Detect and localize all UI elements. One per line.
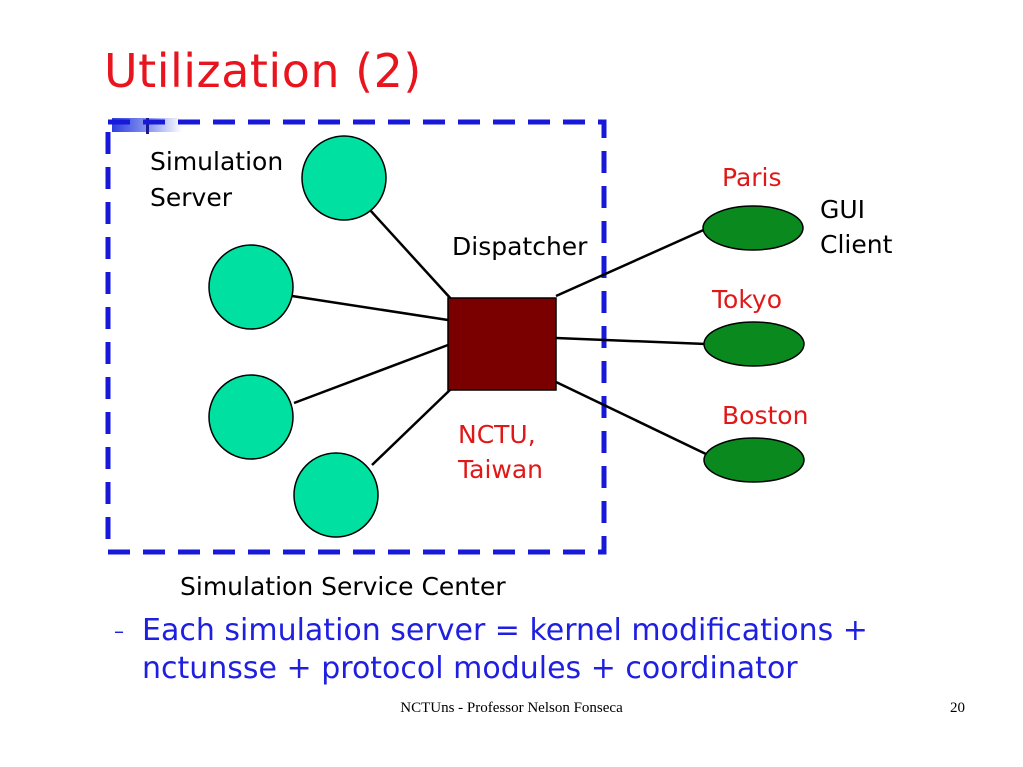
service-center-label: Simulation Service Center (180, 572, 506, 601)
bullet-marker: – (114, 619, 124, 643)
client-links (555, 226, 709, 457)
city-label-boston: Boston (722, 401, 808, 430)
slide-title: Utilization (2) (104, 44, 422, 98)
gui-client-label: GUI Client (820, 195, 893, 259)
link-server-1 (369, 209, 453, 301)
gui-client-node-boston (703, 437, 805, 483)
server-links (291, 209, 453, 466)
city-label-tokyo: Tokyo (711, 285, 782, 314)
dispatcher-label: Dispatcher (452, 232, 588, 261)
simulation-server-node (208, 374, 294, 460)
link-client-paris (555, 226, 709, 298)
link-client-tokyo (555, 336, 707, 346)
gui-clients (702, 205, 805, 483)
simulation-server-node (208, 244, 294, 330)
service-center-box (105, 119, 607, 555)
simulation-server-label: Simulation Server (150, 147, 291, 212)
link-client-boston (555, 380, 709, 457)
page-number: 20 (950, 700, 965, 716)
simulation-servers (208, 135, 387, 538)
location-label: NCTU, Taiwan (457, 420, 544, 484)
dispatcher-node (447, 297, 557, 391)
bullet-text: Each simulation server = kernel modifica… (142, 613, 868, 686)
title-accent-tick (146, 118, 149, 134)
simulation-server-node (293, 452, 379, 538)
slide-footer: NCTUns - Professor Nelson Fonseca (400, 700, 623, 716)
link-server-2 (291, 294, 449, 322)
simulation-server-node (301, 135, 387, 221)
link-server-4 (371, 387, 453, 466)
city-label-paris: Paris (722, 163, 782, 192)
link-server-3 (293, 343, 449, 405)
gui-client-node-paris (702, 205, 804, 251)
gui-client-node-tokyo (703, 321, 805, 367)
